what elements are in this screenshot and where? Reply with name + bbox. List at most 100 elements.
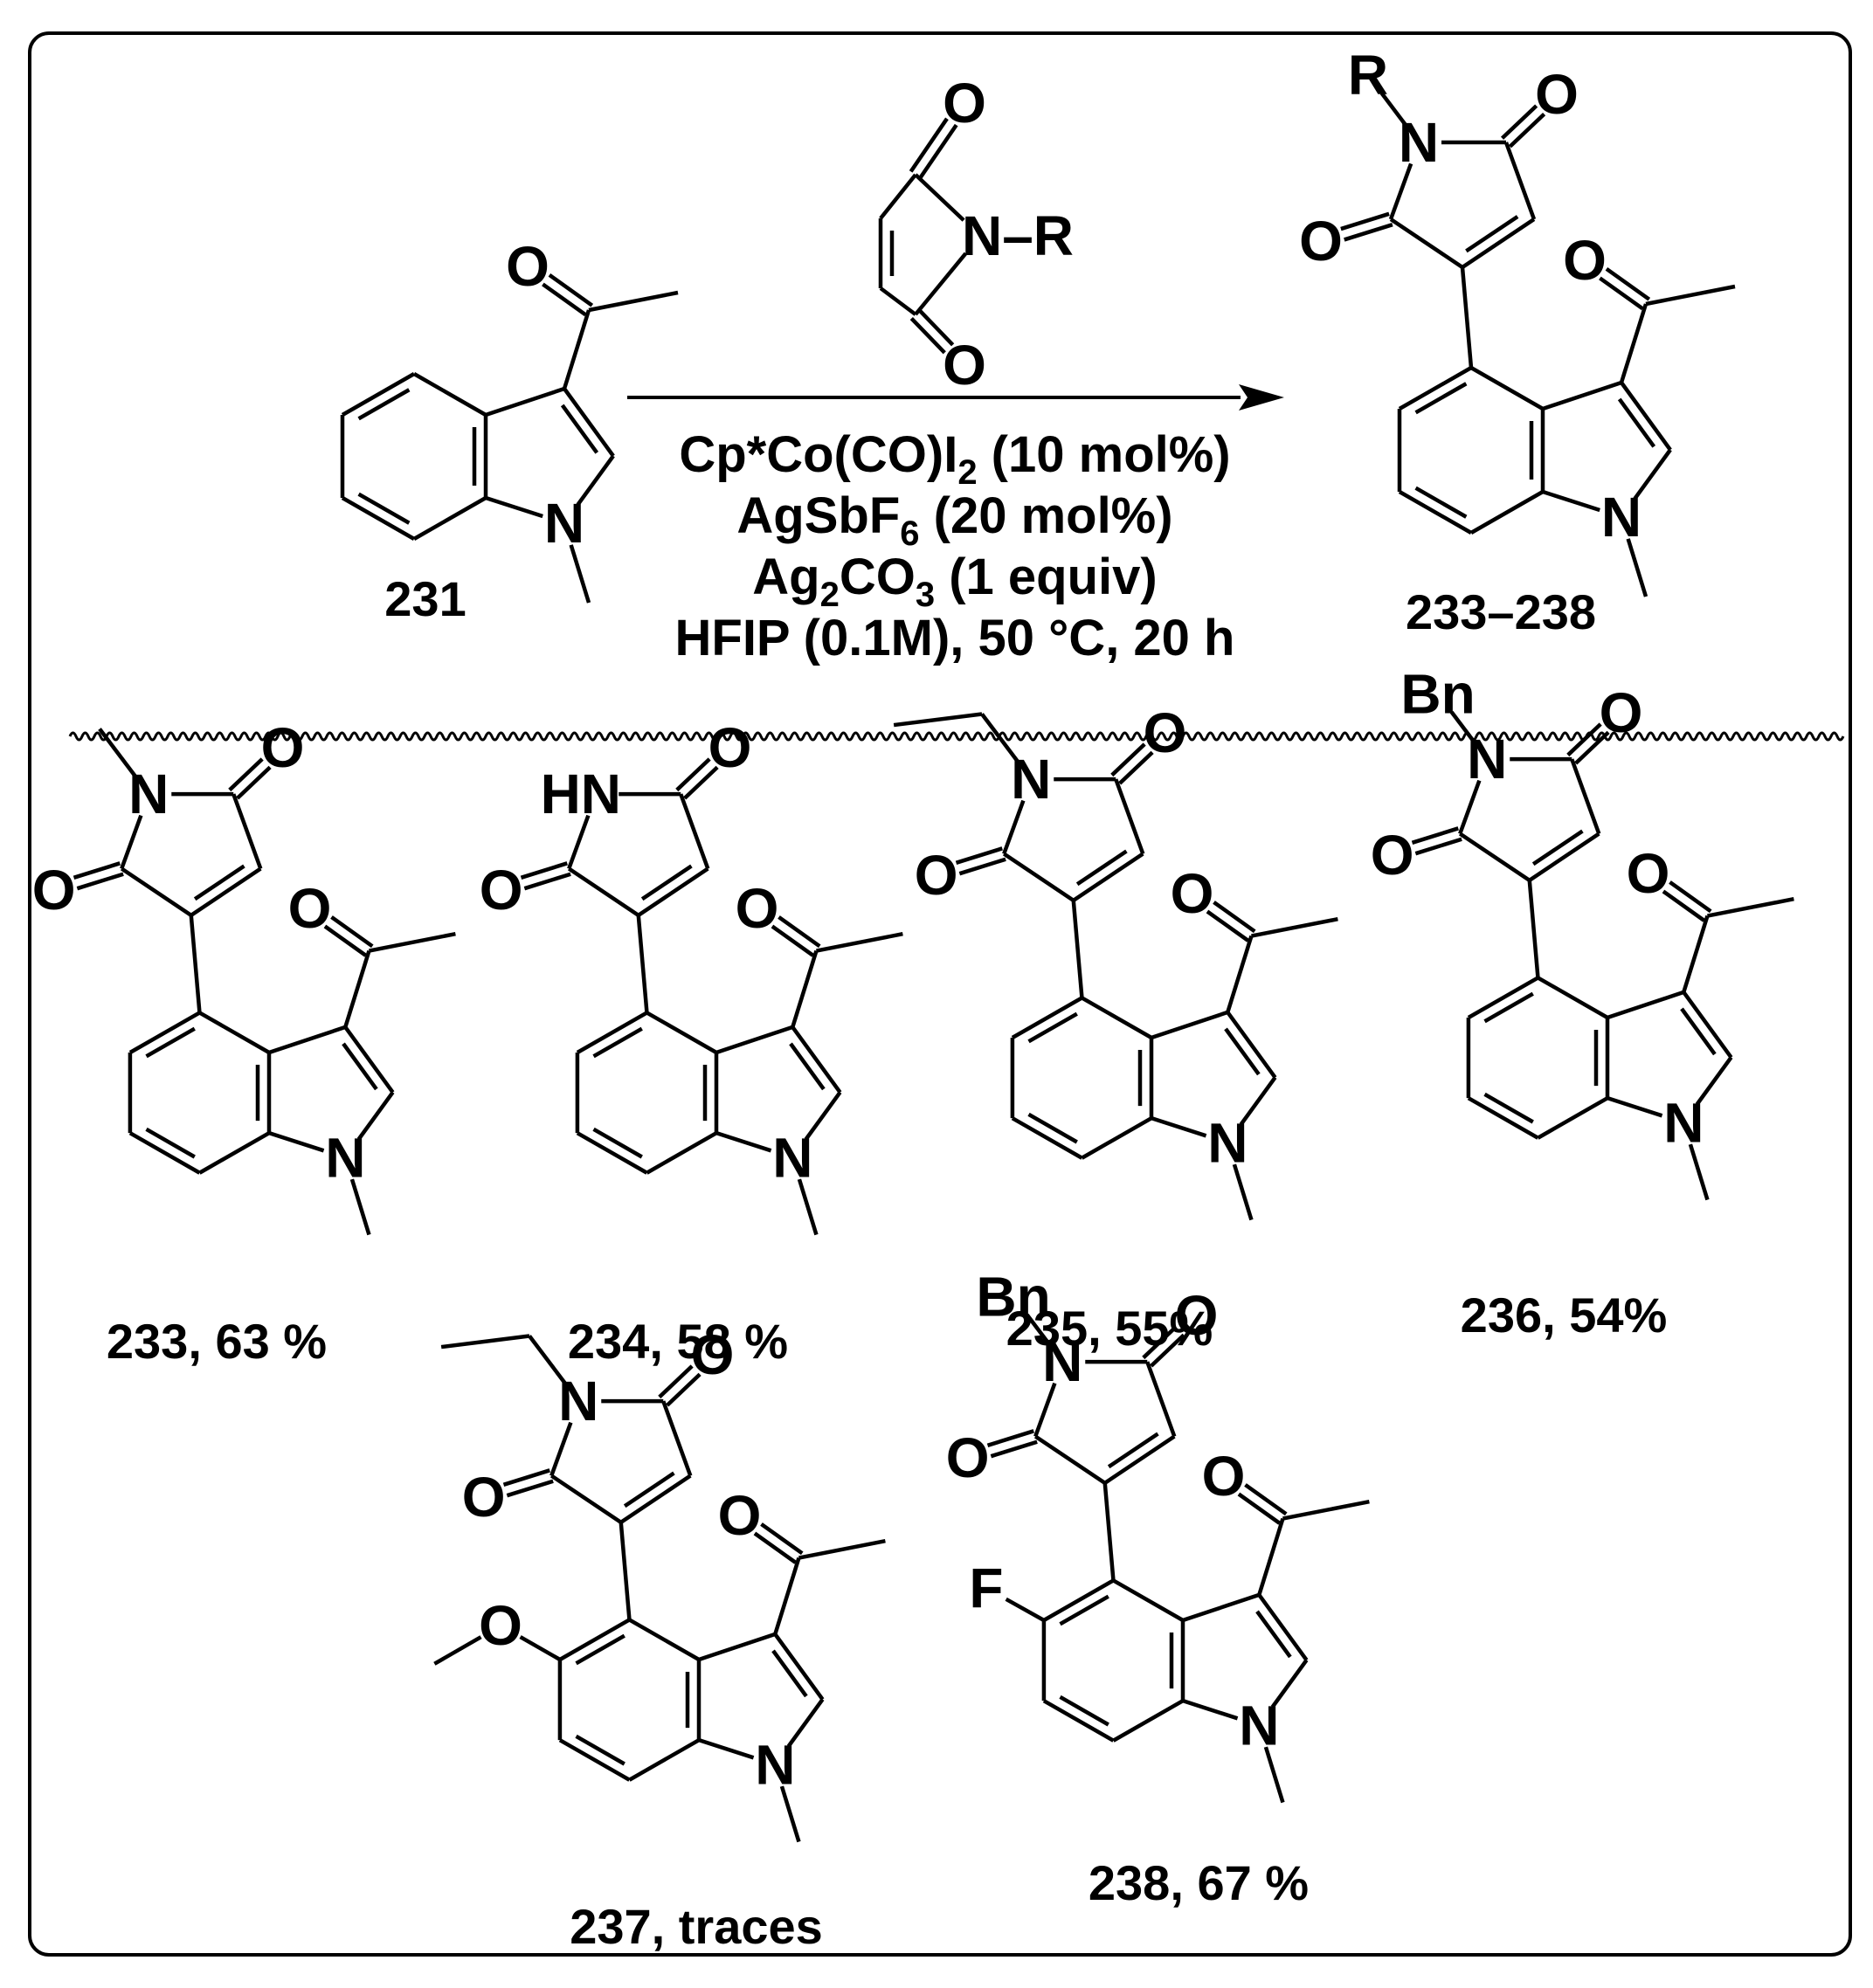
- double-bond: [955, 846, 1003, 865]
- bond: [1257, 1517, 1285, 1596]
- bond: [879, 173, 917, 220]
- bond: [1025, 1313, 1051, 1345]
- double-bond: [542, 282, 587, 317]
- double-bond: [1244, 1483, 1288, 1516]
- double-bond: [771, 924, 814, 957]
- bond: [1232, 1163, 1254, 1221]
- double-bond: [73, 861, 121, 880]
- double-bond-inner: [560, 404, 599, 454]
- bond: [980, 713, 1019, 763]
- bond: [412, 372, 487, 417]
- double-bond: [1566, 722, 1602, 757]
- imide-oxygen: O: [480, 859, 523, 922]
- bond: [1389, 217, 1464, 269]
- bond: [440, 1334, 530, 1349]
- bond: [485, 495, 543, 519]
- bond: [1033, 1382, 1057, 1438]
- scheme-frame: [28, 31, 1852, 1957]
- bond: [791, 1025, 842, 1094]
- bond: [1570, 758, 1601, 835]
- bond: [369, 931, 456, 953]
- benzyl-group: Bn: [1400, 662, 1475, 725]
- bond: [1469, 366, 1545, 411]
- bond: [698, 1632, 777, 1662]
- double-bond: [1110, 742, 1146, 777]
- acetyl-oxygen: O: [506, 235, 549, 298]
- double-bond: [1662, 889, 1705, 922]
- double-bond: [548, 273, 594, 307]
- bond: [893, 712, 983, 728]
- bond: [558, 1738, 631, 1782]
- bond: [120, 866, 193, 917]
- bond: [1379, 92, 1407, 126]
- acetyl-oxygen: O: [718, 1484, 762, 1547]
- double-bond-inner: [1059, 1695, 1109, 1727]
- double-bond: [520, 861, 568, 880]
- bond: [562, 309, 591, 390]
- double-bond-inner: [1107, 1432, 1159, 1469]
- double-bond: [1414, 837, 1462, 856]
- indole-nitrogen: N: [544, 492, 584, 555]
- imide-oxygen: O: [943, 334, 986, 397]
- bond: [563, 387, 615, 458]
- double-bond: [502, 1468, 550, 1487]
- bond: [1682, 915, 1710, 993]
- bond: [773, 1633, 825, 1701]
- double-bond-inner: [1027, 1011, 1078, 1044]
- bond: [528, 1335, 567, 1384]
- bond: [1081, 996, 1153, 1039]
- double-bond-inner: [575, 1633, 625, 1666]
- bond: [1458, 779, 1482, 835]
- double-bond: [1574, 730, 1610, 765]
- bond: [628, 1618, 701, 1661]
- bond: [1467, 1096, 1539, 1140]
- indole-nitrogen: N: [772, 1126, 812, 1189]
- imide-oxygen: O: [32, 859, 76, 922]
- double-bond: [1500, 104, 1538, 140]
- double-bond: [1237, 1492, 1281, 1525]
- double-bond: [1340, 211, 1390, 231]
- bond: [1145, 1361, 1177, 1438]
- bond: [1645, 284, 1736, 307]
- bond: [1002, 799, 1026, 855]
- double-bond: [236, 765, 272, 800]
- double-bond: [1206, 909, 1249, 942]
- bond: [773, 1557, 801, 1635]
- bond: [198, 1011, 271, 1054]
- bond: [816, 931, 903, 953]
- bond: [1537, 1096, 1609, 1140]
- double-bond-inner: [592, 1127, 643, 1159]
- double-bond-inner: [771, 1649, 808, 1698]
- double-bond: [1605, 266, 1651, 301]
- double-bond: [1599, 276, 1644, 311]
- double-bond: [958, 857, 1006, 876]
- bond: [1226, 935, 1254, 1013]
- bond: [1528, 832, 1600, 882]
- condition-additive: AgSbF6 (20 mol%): [736, 487, 1172, 553]
- bond: [1620, 381, 1672, 452]
- double-bond-inner: [1224, 1027, 1261, 1076]
- example-label-237: 237, traces: [570, 1899, 823, 1954]
- bond: [588, 290, 679, 313]
- condition-oxidant: Ag2CO3 (1 equiv): [752, 549, 1157, 614]
- bond: [786, 1698, 825, 1748]
- bond: [1033, 1434, 1107, 1485]
- reaction-arrow: [627, 384, 1284, 411]
- bond: [1112, 1699, 1185, 1743]
- double-bond-inner: [342, 1042, 378, 1091]
- fluorine-atom: F: [969, 1557, 1003, 1619]
- double-bond-inner: [575, 1734, 625, 1766]
- double-bond: [1142, 1325, 1178, 1360]
- example-label-236: 236, 54%: [1461, 1287, 1668, 1343]
- bond: [567, 866, 640, 917]
- bond: [190, 866, 262, 917]
- condition-catalyst: Cp*Co(CO)I2 (10 mol%): [679, 426, 1230, 492]
- double-bond: [506, 1479, 554, 1498]
- double-bond: [753, 1531, 797, 1564]
- bond: [619, 1474, 692, 1524]
- double-bond: [918, 308, 955, 347]
- indole-nitrogen: N: [1207, 1111, 1248, 1174]
- bond: [661, 1400, 693, 1477]
